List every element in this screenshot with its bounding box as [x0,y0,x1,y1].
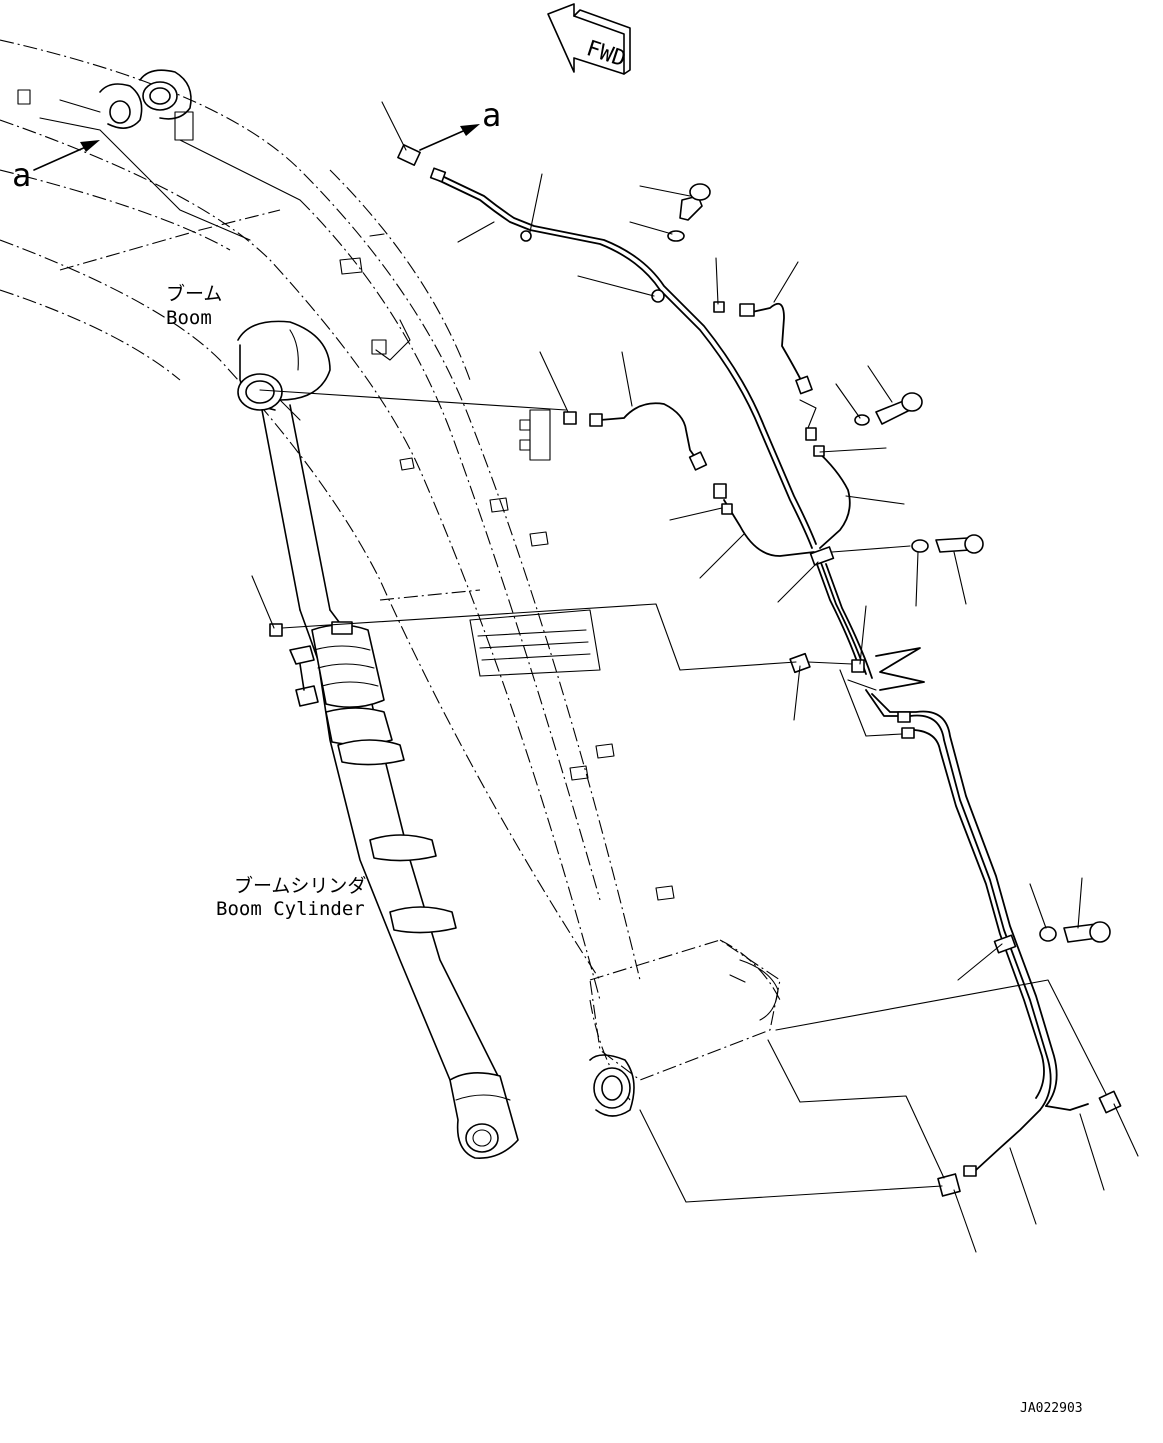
fwd-direction-arrow [547,3,631,75]
boom-cylinder-label-jp: ブームシリンダ [234,874,366,897]
boom-outline [0,39,781,1101]
boom-brackets [339,233,675,901]
boom-cylinder [261,404,519,1159]
leader-lines [251,101,1139,1253]
boom-cylinder-label-en: Boom Cylinder [216,898,365,920]
boom-cylinder-mount [237,320,331,421]
boom-arm-end [589,959,779,1117]
boom-label-en: Boom [166,307,212,329]
drawing-code: JA022903 [1020,1401,1083,1416]
view-marker-left: a [12,156,31,194]
view-marker-right: a [482,96,501,134]
boom-head-pin-boss [17,69,301,241]
view-arrows [33,124,480,171]
boom-label-jp: ブーム [166,282,222,305]
fittings [269,144,1122,1197]
